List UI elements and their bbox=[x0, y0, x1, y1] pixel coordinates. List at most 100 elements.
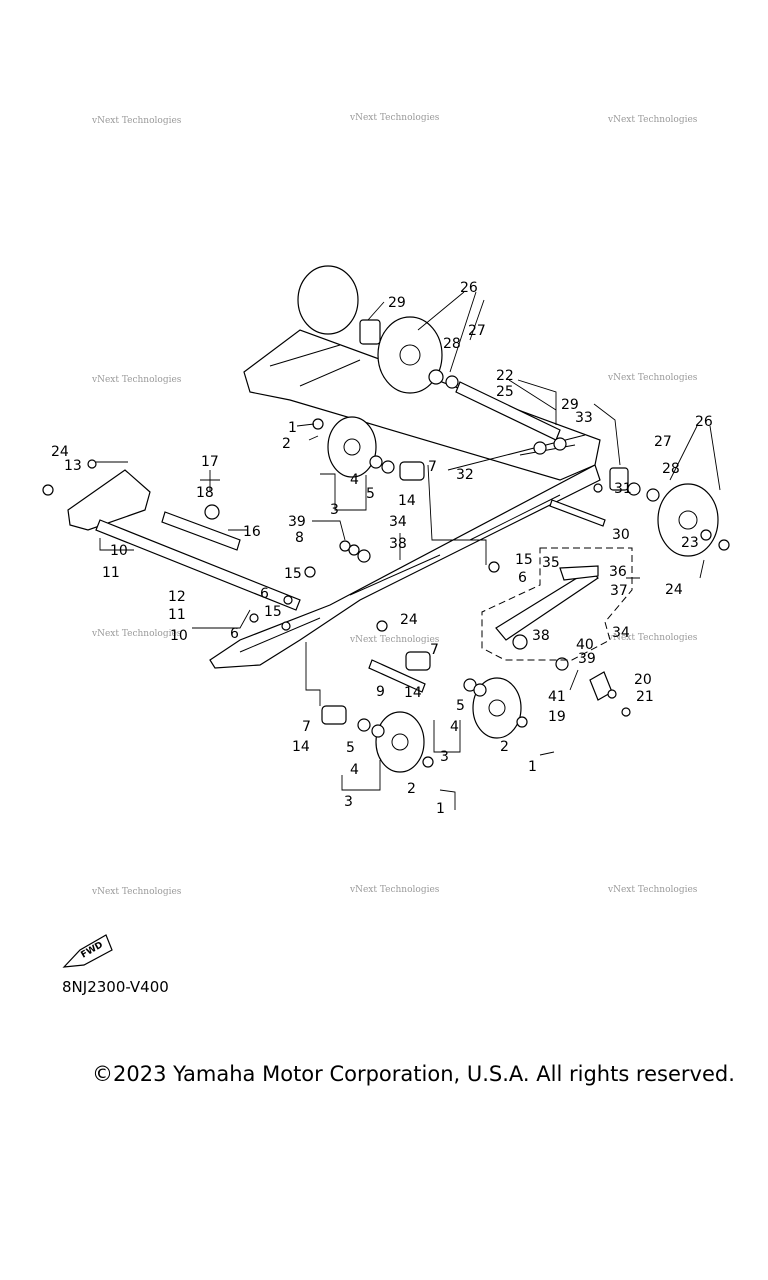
callout-39: 39 bbox=[288, 514, 306, 530]
callout-10: 10 bbox=[170, 628, 188, 644]
callout-37: 37 bbox=[610, 583, 628, 599]
watermark: vNext Technologies bbox=[91, 116, 182, 126]
fwd-arrow-icon: FWD bbox=[62, 934, 113, 968]
callout-40: 40 bbox=[576, 637, 594, 653]
callout-29: 29 bbox=[561, 397, 579, 413]
callout-24: 24 bbox=[51, 444, 69, 460]
callout-41: 41 bbox=[548, 689, 566, 705]
callout-28: 28 bbox=[662, 461, 680, 477]
callout-13: 13 bbox=[64, 458, 82, 474]
idler-wheel bbox=[327, 416, 377, 478]
callout-2: 2 bbox=[282, 436, 291, 452]
slide-rail-group bbox=[481, 547, 633, 661]
callout-15: 15 bbox=[515, 552, 533, 568]
callout-18: 18 bbox=[196, 485, 214, 501]
callout-3: 3 bbox=[344, 794, 353, 810]
cross-shaft bbox=[161, 511, 241, 551]
callout-30: 30 bbox=[612, 527, 630, 543]
callout-38: 38 bbox=[532, 628, 550, 644]
leader-lines bbox=[96, 291, 721, 810]
callout-4: 4 bbox=[350, 472, 359, 488]
watermark: vNext Technologies bbox=[607, 885, 698, 895]
callout-9: 9 bbox=[376, 684, 385, 700]
callout-27: 27 bbox=[654, 434, 672, 450]
watermark: vNext Technologies bbox=[349, 113, 440, 123]
callout-7: 7 bbox=[430, 642, 439, 658]
watermark: vNext Technologies bbox=[607, 115, 698, 125]
bolt bbox=[368, 659, 426, 693]
callout-2: 2 bbox=[407, 781, 416, 797]
callout-15: 15 bbox=[284, 566, 302, 582]
watermark: vNext Technologies bbox=[607, 373, 698, 383]
callout-23: 23 bbox=[681, 535, 699, 551]
callout-33: 33 bbox=[575, 410, 593, 426]
watermark: vNext Technologies bbox=[91, 629, 182, 639]
callout-4: 4 bbox=[450, 719, 459, 735]
callout-2: 2 bbox=[500, 739, 509, 755]
watermark: vNext Technologies bbox=[91, 887, 182, 897]
watermarks: vNext Technologies vNext Technologies vN… bbox=[91, 113, 698, 897]
callout-34: 34 bbox=[612, 625, 630, 641]
callout-24: 24 bbox=[665, 582, 683, 598]
callout-20: 20 bbox=[634, 672, 652, 688]
callout-34: 34 bbox=[389, 514, 407, 530]
callout-19: 19 bbox=[548, 709, 566, 725]
copyright-text: ©2023 Yamaha Motor Corporation, U.S.A. A… bbox=[92, 1062, 735, 1086]
callout-5: 5 bbox=[456, 698, 465, 714]
callout-14: 14 bbox=[404, 685, 422, 701]
callout-12: 12 bbox=[168, 589, 186, 605]
callout-29: 29 bbox=[388, 295, 406, 311]
callout-11: 11 bbox=[168, 607, 186, 623]
watermark: vNext Technologies bbox=[349, 635, 440, 645]
callout-14: 14 bbox=[398, 493, 416, 509]
callout-24: 24 bbox=[400, 612, 418, 628]
callout-39: 39 bbox=[578, 651, 596, 667]
callout-16: 16 bbox=[243, 524, 261, 540]
watermark: vNext Technologies bbox=[349, 885, 440, 895]
watermark: vNext Technologies bbox=[607, 633, 698, 643]
callout-38: 38 bbox=[389, 536, 407, 552]
callout-8: 8 bbox=[295, 530, 304, 546]
cross-shaft bbox=[95, 519, 301, 611]
watermark: vNext Technologies bbox=[91, 375, 182, 385]
callout-5: 5 bbox=[346, 740, 355, 756]
callout-21: 21 bbox=[636, 689, 654, 705]
hardware bbox=[42, 319, 730, 768]
callout-31: 31 bbox=[614, 481, 632, 497]
callout-4: 4 bbox=[350, 762, 359, 778]
callout-3: 3 bbox=[330, 502, 339, 518]
callout-17: 17 bbox=[201, 454, 219, 470]
callout-7: 7 bbox=[428, 459, 437, 475]
callout-15: 15 bbox=[264, 604, 282, 620]
callout-3: 3 bbox=[440, 749, 449, 765]
callout-10: 10 bbox=[110, 543, 128, 559]
bolt bbox=[549, 499, 606, 527]
callout-6: 6 bbox=[260, 586, 269, 602]
callout-22: 22 bbox=[496, 368, 514, 384]
slide-rail bbox=[495, 569, 599, 641]
callout-1: 1 bbox=[528, 759, 537, 775]
callout-27: 27 bbox=[468, 323, 486, 339]
callout-1: 1 bbox=[288, 420, 297, 436]
callout-26: 26 bbox=[460, 280, 478, 296]
callout-36: 36 bbox=[609, 564, 627, 580]
idler-wheel bbox=[297, 265, 359, 335]
callout-6: 6 bbox=[230, 626, 239, 642]
idler-wheel bbox=[375, 711, 425, 773]
diagram-code: 8NJ2300-V400 bbox=[62, 978, 169, 996]
callout-35: 35 bbox=[542, 555, 560, 571]
callout-7: 7 bbox=[302, 719, 311, 735]
callout-5: 5 bbox=[366, 486, 375, 502]
callout-32: 32 bbox=[456, 467, 474, 483]
callouts: 26 29 27 28 22 25 29 33 26 27 28 32 31 3… bbox=[51, 280, 713, 817]
callout-26: 26 bbox=[695, 414, 713, 430]
callout-6: 6 bbox=[518, 570, 527, 586]
callout-1: 1 bbox=[436, 801, 445, 817]
idler-wheel bbox=[377, 316, 443, 394]
callout-14: 14 bbox=[292, 739, 310, 755]
rail-front-section bbox=[67, 469, 151, 531]
callout-25: 25 bbox=[496, 384, 514, 400]
callout-28: 28 bbox=[443, 336, 461, 352]
callout-11: 11 bbox=[102, 565, 120, 581]
